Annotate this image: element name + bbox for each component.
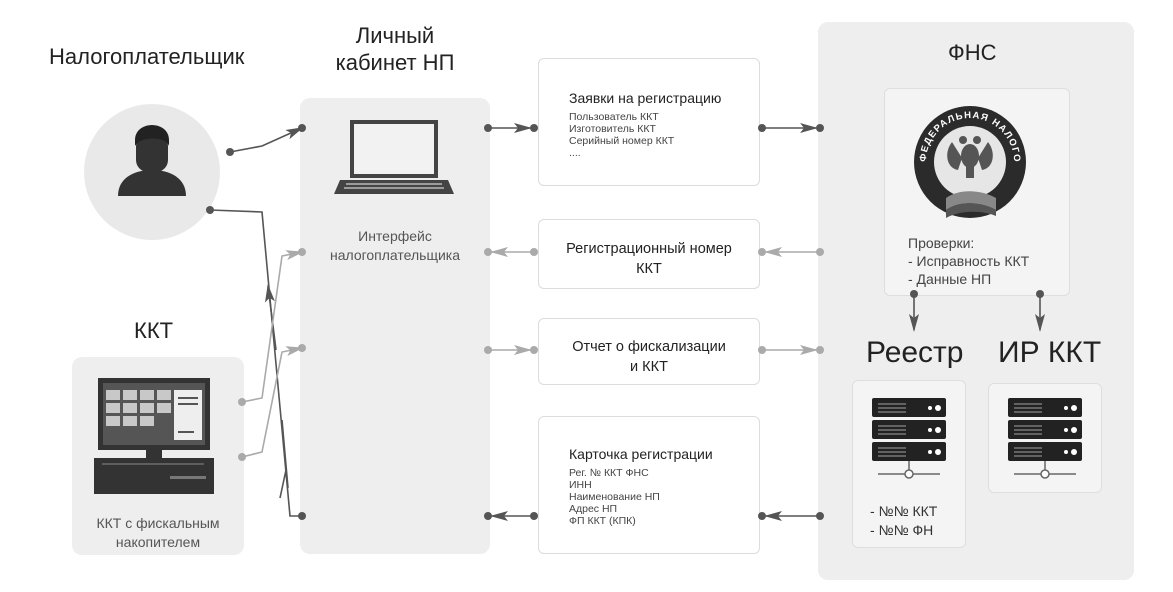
kkt-caption-line2: накопителем <box>115 534 201 550</box>
registry-item: - №№ ФН <box>870 522 934 538</box>
connector-kkt-to-cabinet <box>238 248 306 461</box>
reg-card-item: Наименование НП <box>569 491 660 503</box>
reg-card-item: ФП ККТ (КПК) <box>569 515 636 527</box>
connector-card-to-cabinet <box>484 511 538 521</box>
fns-checks: Проверки: - Исправность ККТ - Данные НП <box>908 234 1029 288</box>
applications-item: Изготовитель ККТ <box>569 123 656 135</box>
connector-applications-to-fns <box>758 123 824 133</box>
reg-number-line2: ККТ <box>636 261 662 277</box>
fiscal-report-line2: и ККТ <box>630 359 668 375</box>
person-icon <box>118 125 186 196</box>
connector-cabinet-to-fiscal-report <box>484 345 538 355</box>
reg-number-line1: Регистрационный номер <box>566 241 732 257</box>
connector-regnumber-to-cabinet <box>484 247 538 257</box>
reg-number-box: Регистрационный номер ККТ <box>538 219 760 289</box>
server-icon <box>1008 398 1082 479</box>
interface-label-line2: налогоплательщика <box>329 247 461 263</box>
cabinet-title: Личный кабинет НП <box>310 22 480 76</box>
reg-card-item: ИНН <box>569 479 592 491</box>
connector-taxpayer-to-card <box>206 206 306 520</box>
applications-box: Заявки на регистрацию Пользователь ККТ И… <box>538 58 760 186</box>
applications-item: Серийный номер ККТ <box>569 135 675 147</box>
kkt-caption-line1: ККТ с фискальным <box>96 515 220 531</box>
ir-kkt-title: ИР ККТ <box>998 336 1102 369</box>
cash-register-icon <box>94 378 214 494</box>
fns-title: ФНС <box>948 40 997 65</box>
connector-taxpayer-to-cabinet <box>226 124 306 156</box>
connector-fns-to-card <box>758 511 824 521</box>
connector-fiscal-report-to-fns <box>758 345 824 355</box>
check-item: - Исправность ККТ <box>908 253 1030 269</box>
reg-card-box: Карточка регистрации Рег. № ККТ ФНС ИНН … <box>538 416 760 554</box>
reg-card-item: Рег. № ККТ ФНС <box>569 467 649 479</box>
interface-label: Интерфейс налогоплательщика <box>305 227 485 265</box>
applications-item: Пользователь ККТ <box>569 111 659 123</box>
fiscal-report-line1: Отчет о фискализации <box>572 339 726 355</box>
applications-items: Пользователь ККТ Изготовитель ККТ Серийн… <box>569 111 759 159</box>
check-item: - Данные НП <box>908 271 992 287</box>
cabinet-title-line2: кабинет НП <box>335 50 455 75</box>
server-icon <box>872 398 946 479</box>
interface-label-line1: Интерфейс <box>358 228 432 244</box>
reg-card-title: Карточка регистрации <box>569 446 713 462</box>
connector-cabinet-to-applications <box>484 123 538 133</box>
reg-card-item: Адрес НП <box>569 503 618 515</box>
applications-item: .... <box>569 147 581 159</box>
checks-title: Проверки: <box>908 235 975 251</box>
kkt-caption: ККТ с фискальным накопителем <box>76 514 240 552</box>
reg-card-items: Рег. № ККТ ФНС ИНН Наименование НП Адрес… <box>569 467 759 527</box>
cabinet-title-line1: Личный <box>355 23 435 48</box>
applications-title: Заявки на регистрацию <box>569 90 722 106</box>
connector-fns-to-ir <box>1035 290 1045 332</box>
connector-fns-to-registry <box>909 290 919 332</box>
registry-title: Реестр <box>866 336 964 369</box>
registry-items: - №№ ККТ - №№ ФН <box>870 502 937 540</box>
connector-fns-to-regnumber <box>758 247 824 257</box>
registry-item: - №№ ККТ <box>870 503 938 519</box>
taxpayer-title: Налогоплательщик <box>49 44 245 69</box>
laptop-icon <box>334 120 454 194</box>
kkt-title: ККТ <box>134 318 174 343</box>
